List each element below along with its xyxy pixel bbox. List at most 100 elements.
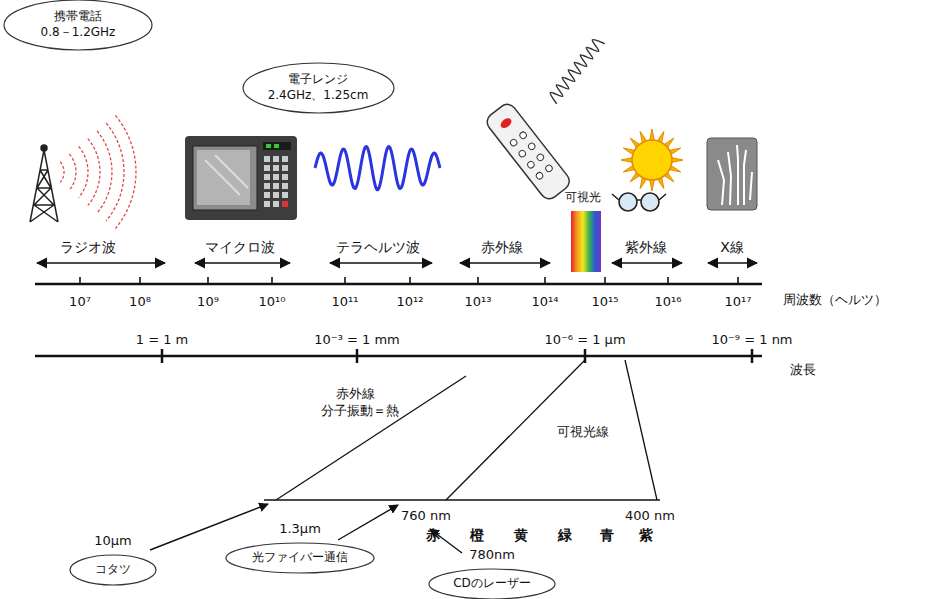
wavelength-value: 10⁻³ = 1 mm [314, 333, 400, 348]
color-name: 黄 [514, 527, 528, 543]
oven-key [273, 174, 279, 180]
band-name: テラヘルツ波 [336, 239, 420, 255]
oven-key [273, 192, 279, 198]
callout-ellipse: 光ファイバー通信1.3μm [225, 542, 375, 574]
oven-key [264, 174, 270, 180]
frequency-ticks [80, 277, 738, 284]
radio-wave-arc [88, 139, 100, 206]
wavelength-value: 760 nm [401, 509, 451, 524]
band-arrows [37, 262, 757, 264]
radio-wave-arc [69, 154, 76, 190]
frequency-value: 10¹⁰ [259, 295, 286, 310]
radio-wave-arc [106, 123, 124, 221]
infrared-beam [550, 40, 604, 104]
tick [667, 277, 669, 284]
callout-text: CDのレーザー [453, 576, 531, 592]
wavelength-value: 400 nm [625, 509, 675, 524]
callout-text: 2.4GHz、1.25cm [268, 88, 369, 104]
wavelength-ticks [162, 349, 752, 363]
remote-key [535, 171, 544, 180]
band-name: X線 [720, 239, 744, 255]
axis-title: 波長 [790, 363, 816, 378]
oven-key [273, 201, 279, 207]
color-name: 青 [600, 527, 614, 543]
callout-text: 光ファイバー通信 [252, 550, 348, 566]
callout-ellipse: CDのレーザー780nm [428, 568, 556, 599]
region-name: 可視光線 [557, 425, 609, 440]
tick [409, 277, 411, 284]
wavelength-value: 10⁻⁶ = 1 μm [544, 333, 625, 348]
oven-key [264, 165, 270, 171]
tick [79, 277, 81, 284]
tick [477, 277, 479, 284]
axis-title: 周波数（ヘルツ） [783, 293, 887, 308]
tick [139, 277, 141, 284]
remote-key [536, 153, 545, 162]
frequency-value: 10¹⁴ [532, 295, 559, 310]
zoom-lines [264, 360, 660, 500]
frequency-axis [35, 283, 762, 286]
band-name: ラジオ波 [60, 239, 116, 255]
band-name: 紫外線 [625, 239, 667, 255]
band-name: 可視光 [565, 191, 601, 205]
radio-wave-arc [97, 131, 112, 213]
remote-key [518, 149, 527, 158]
rainbow-bar [571, 211, 601, 272]
radio-wave-arc [60, 162, 64, 183]
frequency-value: 10¹⁶ [655, 295, 682, 310]
remote-key [519, 131, 528, 140]
tick [271, 277, 273, 284]
remote-key [526, 160, 535, 169]
antenna-tower [30, 145, 58, 222]
x-ray-film [707, 138, 757, 210]
wave-line [315, 147, 440, 190]
oven-key [282, 156, 288, 162]
wavelength-value: 10⁻⁹ = 1 nm [711, 333, 792, 348]
tick [207, 277, 209, 284]
oven-key [282, 165, 288, 171]
frequency-value: 10⁷ [69, 295, 91, 310]
frequency-value: 10¹⁷ [725, 295, 752, 310]
callout-value: 1.3μm [279, 521, 321, 536]
color-name: 赤 [426, 527, 440, 543]
band-name: マイクロ波 [205, 239, 275, 255]
frequency-value: 10¹² [397, 295, 424, 310]
color-name: 紫 [639, 527, 653, 543]
frequency-value: 10¹¹ [332, 295, 359, 310]
frequency-value: 10¹³ [465, 295, 492, 310]
remote-control [484, 101, 573, 203]
oven-key [264, 183, 270, 189]
frequency-value: 10¹⁵ [592, 295, 619, 310]
microwave-oven [185, 136, 297, 220]
wavelength-value: 1 = 1 m [136, 333, 189, 348]
oven-key [273, 183, 279, 189]
color-name: 橙 [470, 527, 484, 543]
oven-key [273, 165, 279, 171]
region-note: 分子振動＝熱 [321, 404, 399, 419]
radio-wave-arc [79, 146, 88, 197]
oven-key [282, 183, 288, 189]
wavelength-axis [35, 355, 762, 358]
radio-waves [60, 115, 136, 228]
frequency-value: 10⁹ [197, 295, 219, 310]
callout-ellipse: 携帯電話0.8－1.2GHz [3, 0, 153, 51]
callout-text: 0.8－1.2GHz [41, 25, 116, 41]
oven-key [282, 192, 288, 198]
callout-text: 電子レンジ [288, 72, 348, 88]
tick [544, 277, 546, 284]
callout-text: 携帯電話 [54, 9, 102, 25]
callout-text: コタツ [95, 562, 131, 578]
region-name: 赤外線 [336, 387, 375, 402]
band-name: 赤外線 [481, 239, 523, 255]
oven-key [282, 174, 288, 180]
terahertz-wave [315, 147, 440, 190]
oven-key [264, 156, 270, 162]
callout-ellipse: コタツ10μm [69, 554, 157, 586]
oven-key [282, 201, 288, 207]
tick [737, 277, 739, 284]
callout-value: 10μm [94, 533, 131, 548]
callout-value: 780nm [469, 547, 515, 562]
color-name: 緑 [558, 527, 572, 543]
sunglasses [612, 193, 666, 211]
